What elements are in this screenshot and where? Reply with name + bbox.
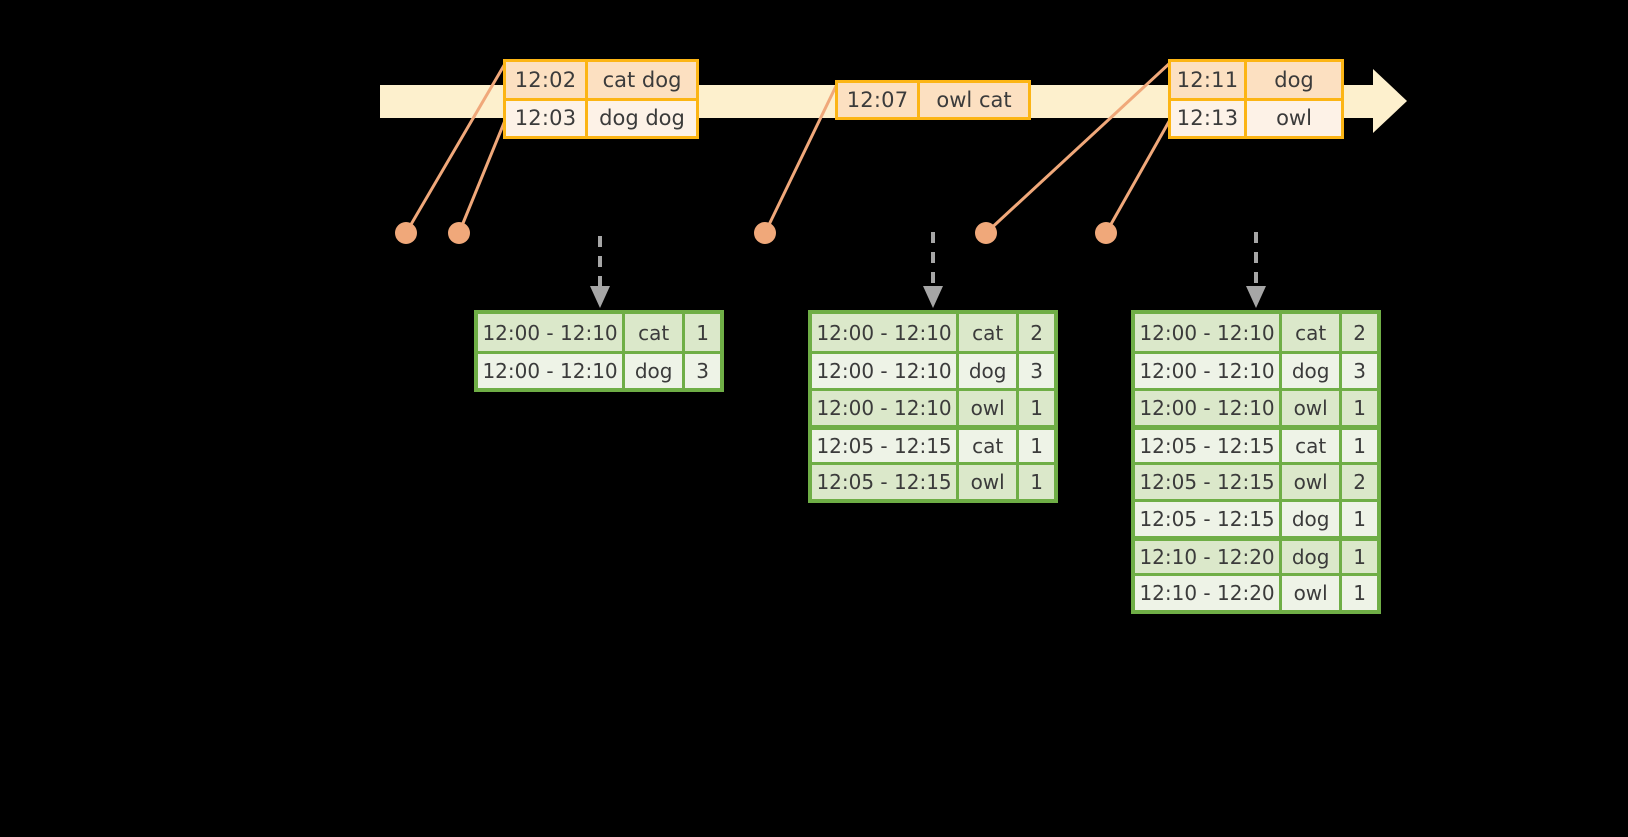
cell-count: 1 bbox=[1019, 391, 1054, 425]
cell-key: dog bbox=[959, 354, 1020, 388]
cell-count: 2 bbox=[1342, 314, 1377, 351]
cell-window: 12:00 - 12:10 bbox=[1135, 314, 1283, 351]
cell-key: dog bbox=[1282, 502, 1343, 536]
cell-key: cat bbox=[1282, 314, 1343, 351]
event-words: owl cat bbox=[920, 83, 1028, 117]
cell-count: 1 bbox=[1342, 391, 1377, 425]
cell-window: 12:00 - 12:10 bbox=[1135, 391, 1283, 425]
cell-window: 12:05 - 12:15 bbox=[1135, 465, 1283, 499]
cell-count: 3 bbox=[1019, 354, 1054, 388]
cell-window: 12:00 - 12:10 bbox=[812, 314, 960, 351]
connector-dot-4 bbox=[975, 222, 997, 244]
cell-key: dog bbox=[1282, 354, 1343, 388]
cell-window: 12:05 - 12:15 bbox=[812, 465, 960, 499]
cell-count: 1 bbox=[685, 314, 720, 351]
cell-key: dog bbox=[1282, 541, 1343, 573]
cell-window: 12:00 - 12:10 bbox=[478, 314, 626, 351]
event-row: 12:11 dog bbox=[1171, 62, 1341, 98]
cell-key: owl bbox=[959, 391, 1020, 425]
cell-window: 12:10 - 12:20 bbox=[1135, 576, 1283, 610]
cell-window: 12:00 - 12:10 bbox=[812, 391, 960, 425]
event-group-1[interactable]: 12:02 cat dog 12:03 dog dog bbox=[503, 59, 699, 139]
timeline-arrowhead bbox=[1373, 69, 1407, 133]
cell-count: 3 bbox=[685, 354, 720, 388]
connector-dot-1 bbox=[395, 222, 417, 244]
event-row: 12:03 dog dog bbox=[506, 97, 696, 136]
cell-key: owl bbox=[1282, 465, 1343, 499]
cell-count: 1 bbox=[1342, 502, 1377, 536]
cell-window: 12:00 - 12:10 bbox=[1135, 354, 1283, 388]
event-group-2[interactable]: 12:07 owl cat bbox=[835, 80, 1031, 120]
connector-dot-5 bbox=[1095, 222, 1117, 244]
cell-window: 12:00 - 12:10 bbox=[812, 354, 960, 388]
cell-count: 2 bbox=[1342, 465, 1377, 499]
cell-count: 1 bbox=[1342, 576, 1377, 610]
cell-count: 1 bbox=[1342, 541, 1377, 573]
cell-window: 12:10 - 12:20 bbox=[1135, 541, 1283, 573]
cell-window: 12:00 - 12:10 bbox=[478, 354, 626, 388]
event-row: 12:02 cat dog bbox=[506, 62, 696, 98]
event-row: 12:13 owl bbox=[1171, 97, 1341, 136]
connector-dot-2 bbox=[448, 222, 470, 244]
cell-key: owl bbox=[959, 465, 1020, 499]
cell-window: 12:05 - 12:15 bbox=[812, 430, 960, 462]
event-words: cat dog bbox=[588, 62, 696, 98]
event-time: 12:02 bbox=[506, 62, 588, 98]
cell-count: 1 bbox=[1342, 430, 1377, 462]
connector-dot-3 bbox=[754, 222, 776, 244]
cell-count: 3 bbox=[1342, 354, 1377, 388]
cell-key: cat bbox=[959, 314, 1020, 351]
cell-key: dog bbox=[625, 354, 686, 388]
cell-key: owl bbox=[1282, 391, 1343, 425]
cell-key: cat bbox=[959, 430, 1020, 462]
event-words: dog bbox=[1247, 62, 1341, 98]
cell-count: 1 bbox=[1019, 430, 1054, 462]
cell-key: cat bbox=[1282, 430, 1343, 462]
cell-window: 12:05 - 12:15 bbox=[1135, 430, 1283, 462]
cell-window: 12:05 - 12:15 bbox=[1135, 502, 1283, 536]
event-time: 12:11 bbox=[1171, 62, 1247, 98]
cell-count: 2 bbox=[1019, 314, 1054, 351]
cell-count: 1 bbox=[1019, 465, 1054, 499]
event-time: 12:03 bbox=[506, 100, 588, 136]
event-words: dog dog bbox=[588, 100, 696, 136]
cell-key: cat bbox=[625, 314, 686, 351]
event-time: 12:13 bbox=[1171, 100, 1247, 136]
event-group-3[interactable]: 12:11 dog 12:13 owl bbox=[1168, 59, 1344, 139]
cell-key: owl bbox=[1282, 576, 1343, 610]
event-words: owl bbox=[1247, 100, 1341, 136]
event-row: 12:07 owl cat bbox=[838, 83, 1028, 117]
event-time: 12:07 bbox=[838, 83, 920, 117]
